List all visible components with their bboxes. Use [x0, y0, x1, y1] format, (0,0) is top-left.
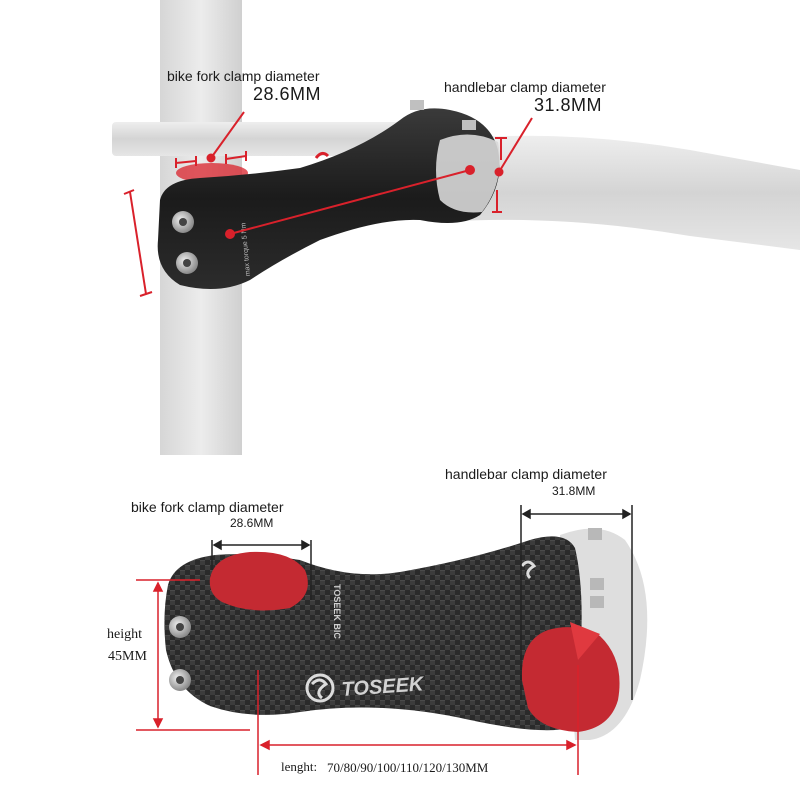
clamp-bolt-socket	[179, 218, 187, 226]
bar-width-dimension	[520, 505, 633, 700]
handlebar-right	[440, 135, 800, 250]
length-dimension	[257, 665, 579, 775]
stem-logo-mark	[314, 151, 330, 159]
fork-width-dimension	[211, 539, 312, 600]
bottom-fork-clamp-value: 28.6MM	[230, 516, 274, 530]
toseek-logo-icon	[520, 560, 537, 580]
faceplate-bolt	[590, 596, 604, 608]
faceplate-bolt	[590, 578, 604, 590]
length-label: lenght:	[281, 759, 318, 774]
clamp-bolt-socket	[176, 676, 184, 684]
clamp-bolt-socket	[183, 259, 191, 267]
length-dimension-top	[225, 165, 475, 239]
faceplate-bolt	[588, 528, 602, 540]
faceplate-bolt	[462, 120, 476, 130]
fork-clamp-dimension	[175, 111, 247, 168]
bar-clamp-dimension	[492, 117, 533, 213]
alloy-stem-body	[157, 108, 500, 289]
top-bar-clamp-label: handlebar clamp diameter	[444, 79, 606, 95]
height-dimension	[136, 579, 250, 731]
clamp-bolt-socket	[176, 623, 184, 631]
handlebar-left	[112, 122, 412, 156]
top-bar-clamp-value: 31.8MM	[534, 95, 603, 115]
height-dimension-top	[123, 189, 153, 297]
bottom-fork-clamp-label: bike fork clamp diameter	[131, 499, 284, 515]
brand-wordmark-top: TOSEEK BIC	[332, 584, 342, 639]
height-label: height	[107, 627, 142, 642]
toseek-logo-icon	[305, 673, 335, 703]
fork-clamp-bore	[209, 551, 308, 611]
bar-clamp-cut	[570, 622, 600, 660]
faceplate-bolt	[410, 100, 424, 110]
height-value: 45MM	[108, 649, 147, 664]
bottom-view: TOSEEK TOSEEK BIC	[136, 505, 648, 775]
top-fork-clamp-label: bike fork clamp diameter	[167, 68, 320, 84]
top-view: max torque 5 Nm	[112, 0, 800, 455]
bottom-bar-clamp-label: handlebar clamp diameter	[445, 466, 607, 482]
torque-engraving: max torque 5 Nm	[240, 222, 252, 276]
top-fork-clamp-value: 28.6MM	[253, 84, 322, 104]
length-value: 70/80/90/100/110/120/130MM	[327, 760, 489, 775]
bottom-bar-clamp-value: 31.8MM	[552, 484, 596, 498]
bar-clamp-bore	[521, 627, 620, 732]
